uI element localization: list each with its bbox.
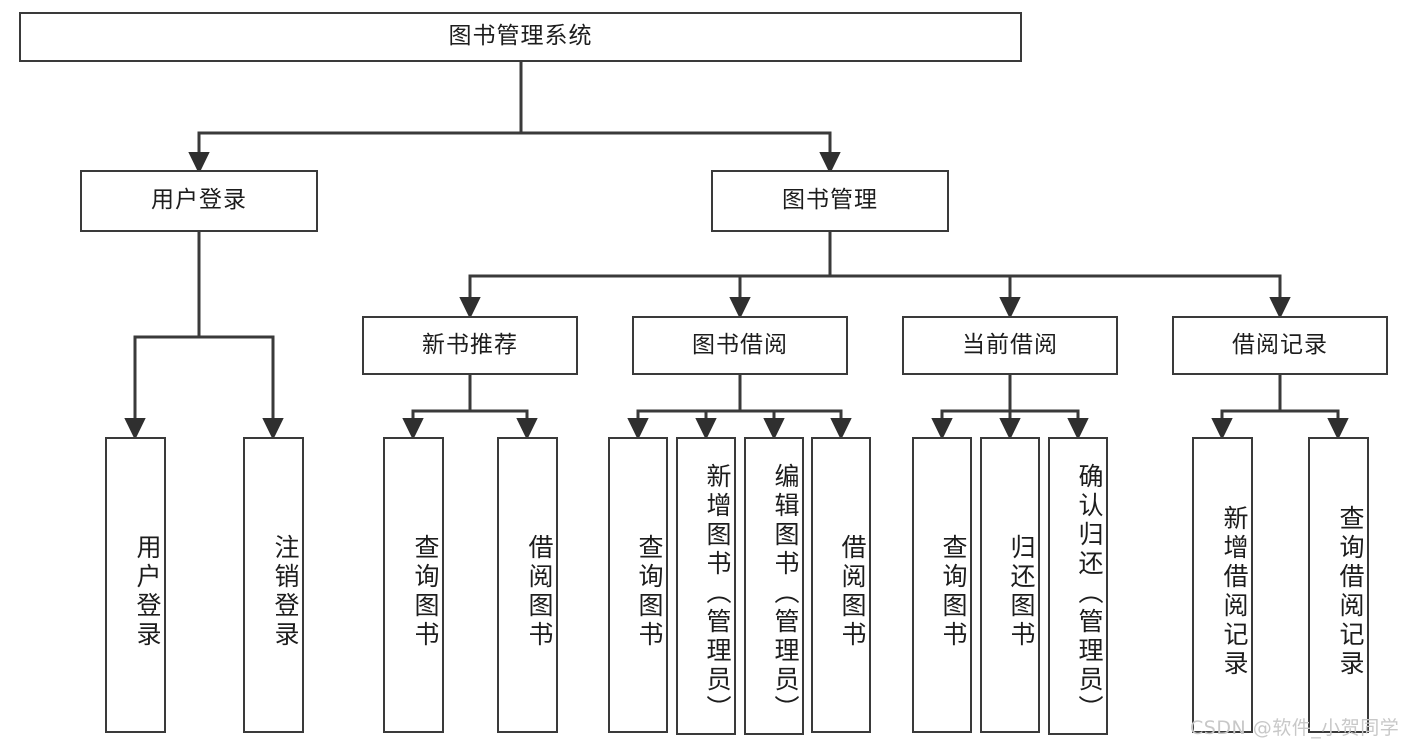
leaf-label: 归还图书 xyxy=(1007,534,1036,650)
leaf-label: 编辑图书（管理员） xyxy=(771,462,800,724)
leaf-book-borrow-add[interactable]: 新增图书（管理员） xyxy=(676,437,736,735)
node-root-system[interactable]: 图书管理系统 xyxy=(19,12,1022,62)
csdn-watermark: CSDN @软件_小贺同学 xyxy=(1190,717,1400,739)
node-user-login[interactable]: 用户登录 xyxy=(80,170,318,232)
leaf-new-book-borrow[interactable]: 借阅图书 xyxy=(497,437,558,733)
leaf-label: 注销登录 xyxy=(271,534,300,650)
leaf-label: 查询图书 xyxy=(939,534,968,650)
leaf-user-login-login[interactable]: 用户登录 xyxy=(105,437,166,733)
leaf-label: 借阅图书 xyxy=(525,534,554,650)
leaf-label: 查询图书 xyxy=(635,534,664,650)
node-book-management[interactable]: 图书管理 xyxy=(711,170,949,232)
leaf-label: 查询借阅记录 xyxy=(1336,505,1365,679)
leaf-user-login-logout[interactable]: 注销登录 xyxy=(243,437,304,733)
leaf-current-borrow-query[interactable]: 查询图书 xyxy=(912,437,972,733)
leaf-label: 查询图书 xyxy=(411,534,440,650)
leaf-new-book-query[interactable]: 查询图书 xyxy=(383,437,444,733)
node-current-borrow[interactable]: 当前借阅 xyxy=(902,316,1118,375)
leaf-label: 借阅图书 xyxy=(838,534,867,650)
leaf-book-borrow-query[interactable]: 查询图书 xyxy=(608,437,668,733)
leaf-book-borrow-lend[interactable]: 借阅图书 xyxy=(811,437,871,733)
leaf-label: 用户登录 xyxy=(133,534,162,650)
node-borrow-record[interactable]: 借阅记录 xyxy=(1172,316,1388,375)
leaf-borrow-record-query[interactable]: 查询借阅记录 xyxy=(1308,437,1369,733)
leaf-label: 确认归还（管理员） xyxy=(1075,462,1104,724)
leaf-borrow-record-add[interactable]: 新增借阅记录 xyxy=(1192,437,1253,733)
leaf-current-borrow-return[interactable]: 归还图书 xyxy=(980,437,1040,733)
leaf-book-borrow-edit[interactable]: 编辑图书（管理员） xyxy=(744,437,804,735)
node-book-borrow[interactable]: 图书借阅 xyxy=(632,316,848,375)
node-new-book-recommend[interactable]: 新书推荐 xyxy=(362,316,578,375)
leaf-label: 新增借阅记录 xyxy=(1220,505,1249,679)
leaf-label: 新增图书（管理员） xyxy=(703,462,732,724)
leaf-current-borrow-confirm-return[interactable]: 确认归还（管理员） xyxy=(1048,437,1108,735)
